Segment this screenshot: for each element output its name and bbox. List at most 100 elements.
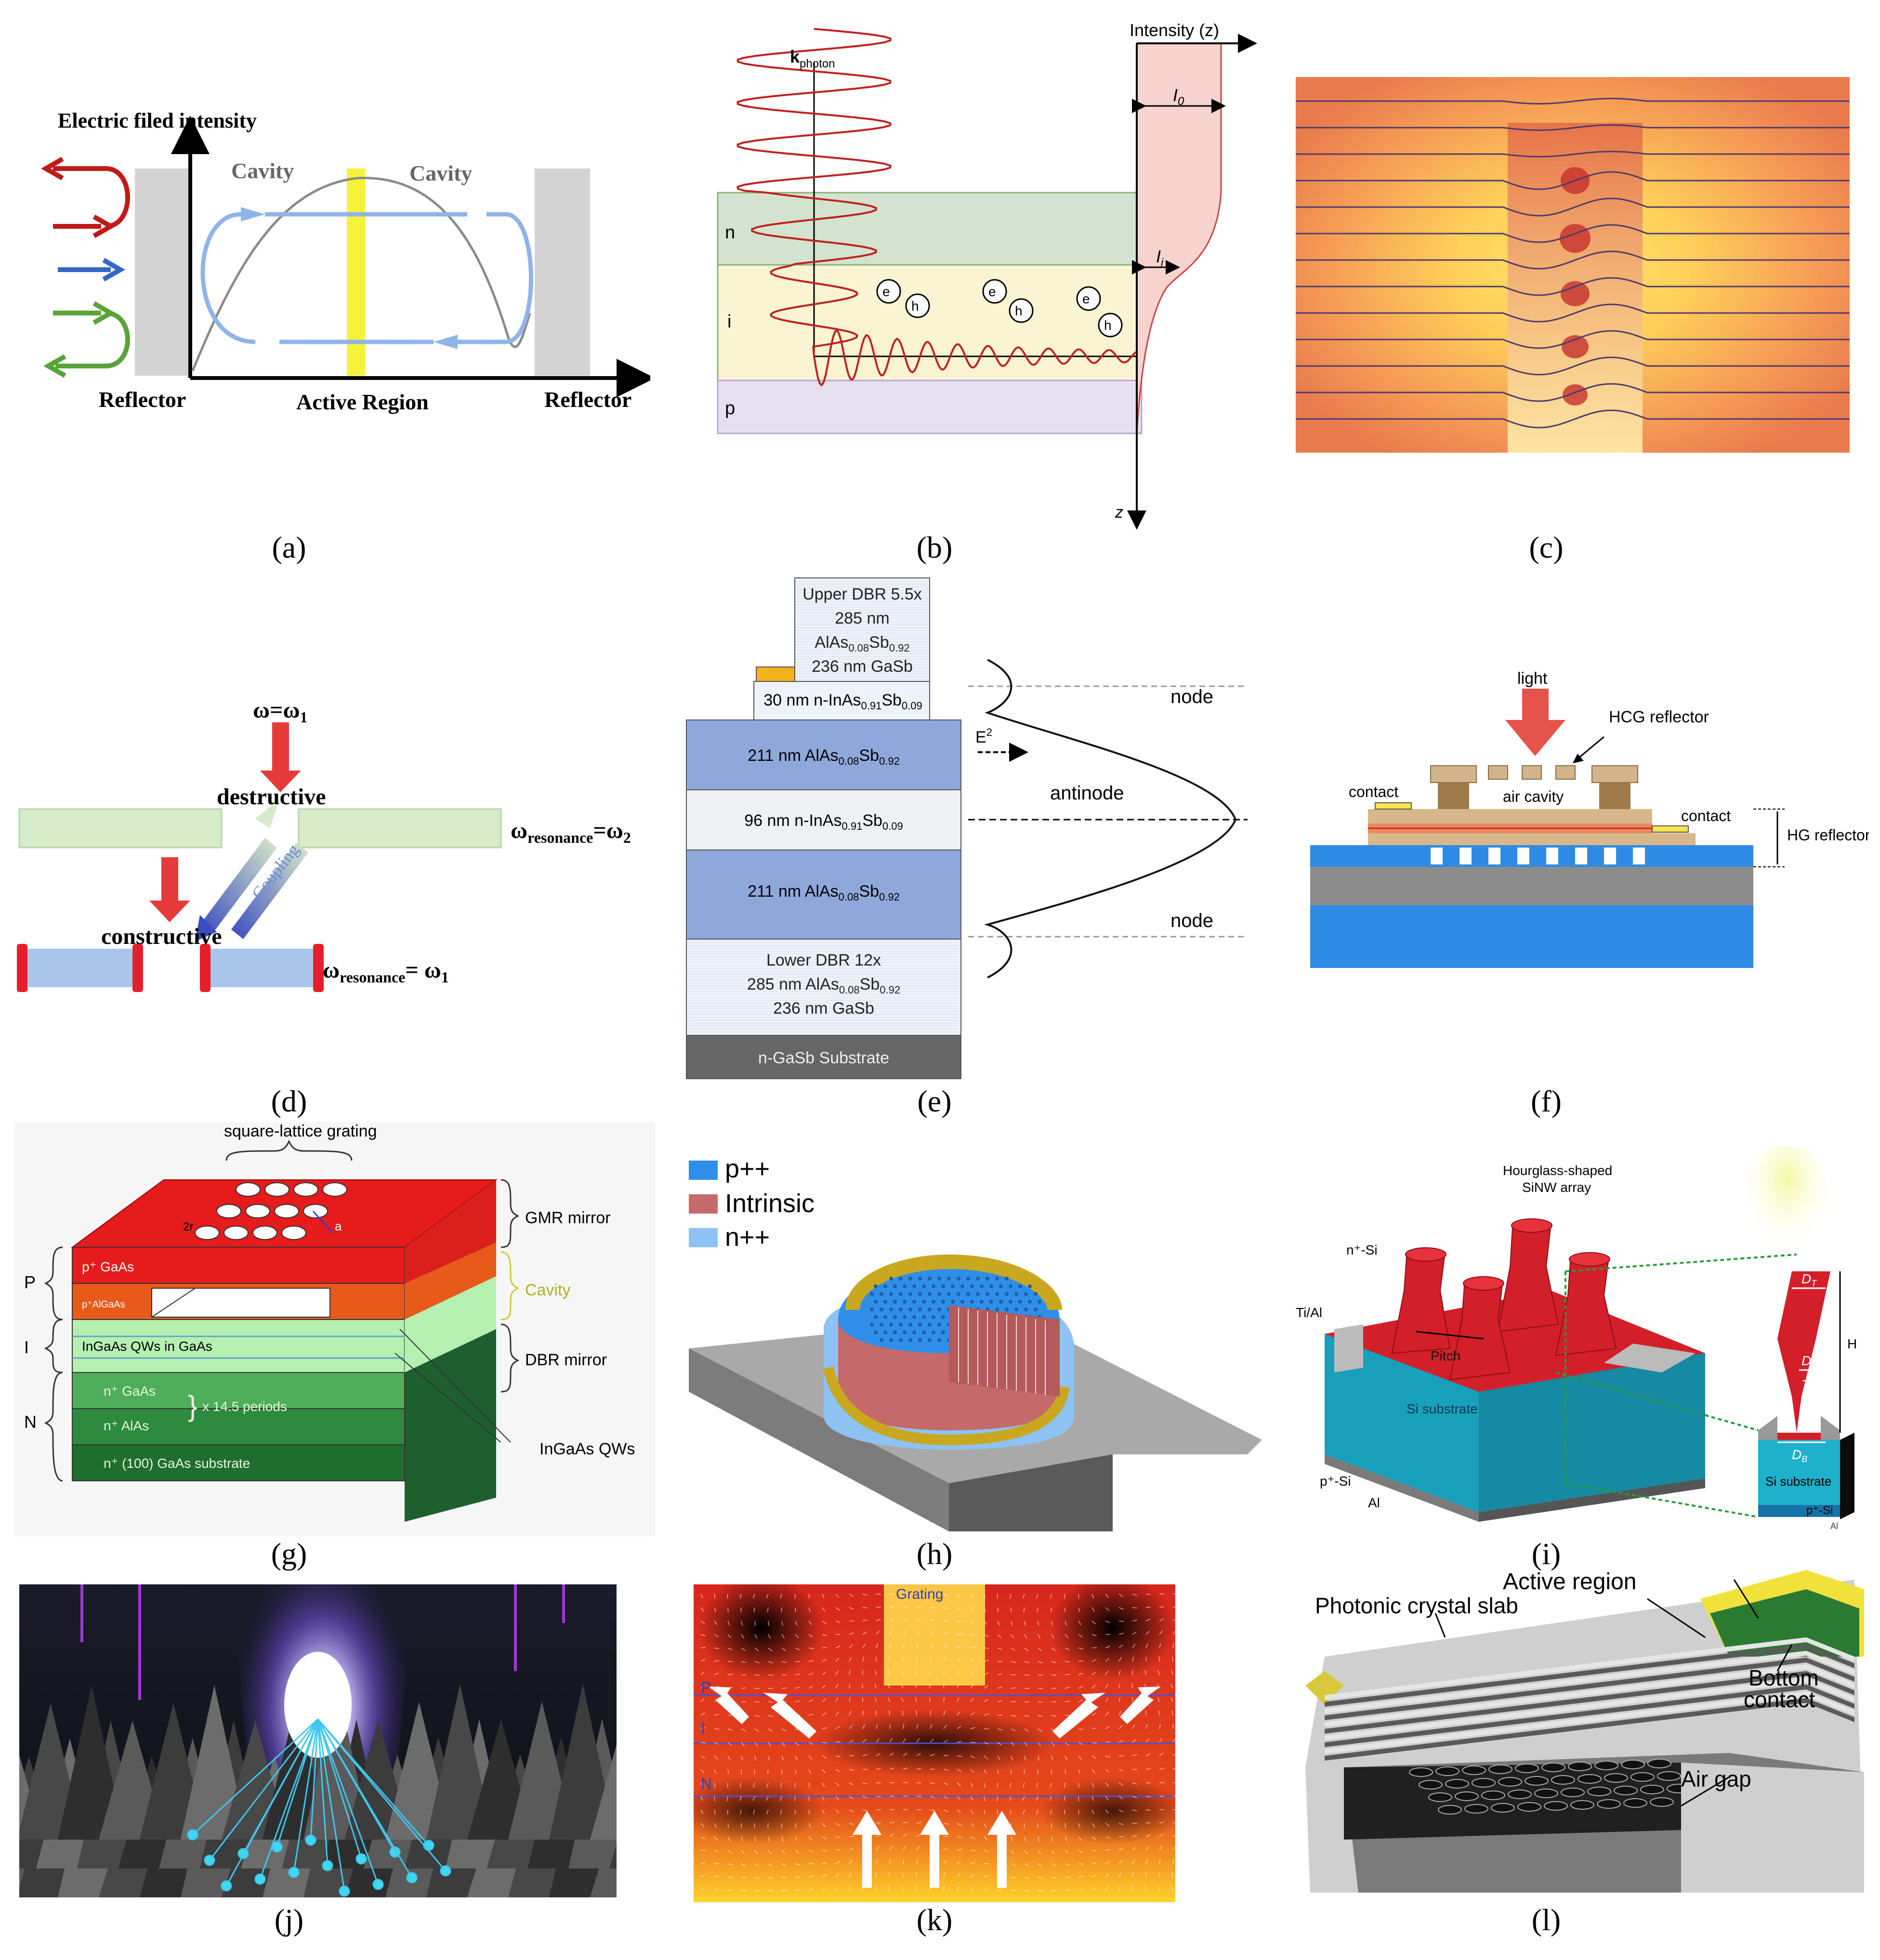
constructive-label: constructive <box>101 924 222 949</box>
panel-g: square-lattice grating GMR mirror Cavity… <box>14 1122 655 1536</box>
right-substrate-side <box>1840 1433 1854 1519</box>
grating-brace <box>225 1139 353 1161</box>
light-arrow-shaft <box>1522 689 1549 722</box>
p-gaas-layer <box>72 1247 405 1284</box>
hcg-bars <box>1488 765 1576 780</box>
resonance-omega2-label: ωresonance=ω2 <box>511 818 631 846</box>
mesa-front <box>949 1454 1113 1531</box>
qw-in-gaas-text: InGaAs QWs in GaAs <box>82 1339 212 1354</box>
top-ring-contact <box>845 1254 1062 1311</box>
P-label: P <box>701 1679 711 1696</box>
lower-dbr-block <box>686 939 961 1036</box>
bottom-substrate <box>1310 905 1753 968</box>
panel-c-field-map <box>1296 77 1850 453</box>
resonator-mirrors <box>17 944 324 992</box>
svg-text:285 nm: 285 nm <box>835 609 889 627</box>
I-label: I <box>24 1337 29 1357</box>
gray-substrate <box>1310 867 1753 905</box>
p-si-right-label: p⁺-Si <box>1806 1504 1833 1517</box>
field-hotspots <box>1560 167 1591 405</box>
p-algaas-text: p⁺AlGaAs <box>82 1299 125 1310</box>
svg-text:h: h <box>1104 318 1112 333</box>
panel-d: Coupling ω=ω1 destructive constructive ω… <box>10 674 684 1011</box>
legend-p-label: p++ <box>725 1154 770 1183</box>
green-arrowhead-out <box>43 354 66 378</box>
cutaway-face <box>949 1305 1060 1397</box>
z-axis-label: z <box>1115 503 1123 522</box>
panel-b: e h e h e h kphoton Intensity (z) I0 Ii … <box>703 10 1281 530</box>
dbr-label: DBR mirror <box>525 1351 607 1369</box>
right-contact-right <box>1821 1416 1840 1440</box>
contact-right-label: contact <box>1681 807 1731 824</box>
bottom-contact-face <box>1681 1763 1864 1893</box>
reflector-right-block <box>535 169 590 376</box>
air-gap <box>151 1288 330 1318</box>
n-alas-layer <box>72 1408 405 1445</box>
input-arrow-shaft <box>272 722 289 775</box>
active-region-label: Active region <box>1503 1569 1636 1594</box>
upper-dbr-block <box>794 577 930 682</box>
air-cavity-label: air cavity <box>1503 788 1564 805</box>
layer-96nm <box>686 789 961 850</box>
cavity-arrow-right <box>241 207 265 222</box>
layer-i-rect <box>717 264 1143 381</box>
layer-i-label: i <box>727 312 731 332</box>
contact-left-pad <box>1375 802 1412 810</box>
bottom-contact-label-1: Bottom <box>1749 1665 1819 1690</box>
hourglass-label-1: Hourglass-shaped <box>1503 1163 1612 1178</box>
right-contact-left <box>1758 1416 1777 1440</box>
down-arrowhead <box>149 901 190 922</box>
cavity-arrow-left <box>434 335 458 349</box>
p-brace <box>44 1246 63 1320</box>
cutaway-pillars <box>958 1307 1046 1395</box>
substrate-left-face <box>1325 1334 1479 1512</box>
waveguide-left-top <box>18 808 223 849</box>
coupling-arrow-2 <box>231 843 308 939</box>
red-reflection-arc <box>105 166 130 229</box>
al-layer-left <box>1325 1454 1479 1522</box>
carrier-rays <box>187 1718 451 1897</box>
light-label: light <box>1517 669 1548 688</box>
layer-n-rect <box>717 192 1143 266</box>
red-arrowhead-out <box>40 157 64 181</box>
svg-text:h: h <box>911 299 919 314</box>
period-brace: } <box>188 1390 197 1422</box>
lower-dbr-text: Lower DBR 12x 285 nm AlAs0.08Sb0.92 236 … <box>747 951 900 1018</box>
panel-i-diagram: Hourglass-shaped SiNW array n⁺-Si Ti/Al … <box>1296 1141 1857 1531</box>
layer-211-top-text: 211 nm AlAs0.08Sb0.92 <box>748 746 900 767</box>
resonator-bottom-left <box>19 949 140 987</box>
side-orange <box>405 1242 496 1320</box>
bottom-ring-contact <box>823 1366 1070 1446</box>
al-right-label: Al <box>1830 1521 1838 1531</box>
substrate-text: n-GaSb Substrate <box>758 1049 889 1067</box>
side-red <box>405 1180 496 1283</box>
caption-c: (c) <box>1529 530 1564 564</box>
mesa-side <box>689 1348 949 1531</box>
caption-k: (k) <box>916 1903 953 1937</box>
cavity-label-right: Cavity <box>409 161 472 185</box>
legend-i-swatch <box>689 1194 718 1214</box>
svg-text:236 nm GaSb: 236 nm GaSb <box>773 999 874 1018</box>
intensity-axis-label: Intensity (z) <box>1130 20 1219 40</box>
hcg-post-left-top <box>1430 765 1477 783</box>
panel-g-diagram: square-lattice grating GMR mirror Cavity… <box>14 1122 655 1536</box>
panel-g-labels: square-lattice grating GMR mirror Cavity… <box>24 1122 635 1471</box>
antinode-label: antinode <box>1050 783 1124 804</box>
caption-d: (d) <box>271 1084 307 1118</box>
photon-wave <box>736 28 1137 387</box>
tial-contact-left <box>1334 1324 1363 1372</box>
I0-label: I0 <box>1173 85 1184 108</box>
lower-mesa <box>1368 833 1696 845</box>
coupling-arrow-1 <box>200 838 277 934</box>
DM-label: DM <box>1801 1353 1818 1370</box>
layer-211nm-top <box>686 719 961 790</box>
hourglass-pillars <box>1391 1218 1617 1381</box>
lattice-a-line <box>312 1211 333 1233</box>
panel-f-diagram: light HCG reflector contact air cavity c… <box>1310 669 1870 968</box>
panel-a: Electric filed intensity Cavity Cavity R… <box>10 106 655 433</box>
upper-mesa <box>1368 809 1652 823</box>
hcg-post-right-top <box>1591 765 1638 783</box>
resonator-bottom-right <box>207 949 318 987</box>
hcg-post-right <box>1599 783 1630 809</box>
n-brace <box>44 1372 63 1482</box>
